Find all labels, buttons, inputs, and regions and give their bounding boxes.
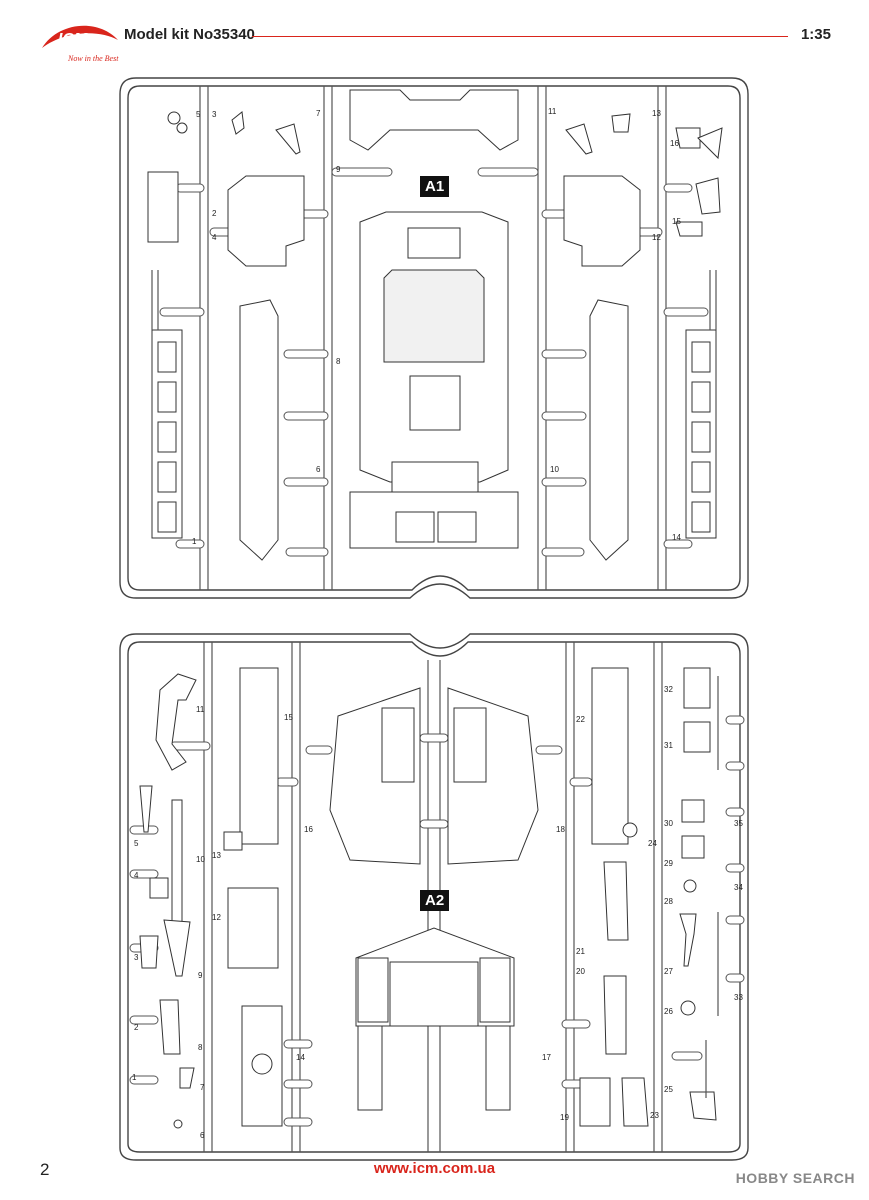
svg-text:7: 7 — [200, 1083, 205, 1092]
hobby-search-watermark: HOBBY SEARCH — [735, 1170, 855, 1186]
svg-text:3: 3 — [212, 110, 217, 119]
website-link[interactable]: www.icm.com.ua — [373, 1160, 496, 1177]
svg-text:11: 11 — [548, 107, 557, 116]
svg-text:35: 35 — [734, 819, 743, 828]
svg-text:3: 3 — [134, 953, 139, 962]
svg-text:14: 14 — [296, 1053, 305, 1062]
svg-text:2: 2 — [212, 209, 217, 218]
svg-text:24: 24 — [648, 839, 657, 848]
svg-text:22: 22 — [576, 715, 585, 724]
svg-text:9: 9 — [336, 165, 341, 174]
svg-text:33: 33 — [734, 993, 743, 1002]
svg-text:10: 10 — [196, 855, 205, 864]
svg-text:5: 5 — [196, 110, 201, 119]
header-divider — [252, 36, 788, 37]
svg-text:4: 4 — [212, 233, 217, 242]
svg-text:31: 31 — [664, 741, 673, 750]
svg-text:27: 27 — [664, 967, 673, 976]
svg-text:2: 2 — [134, 1023, 139, 1032]
svg-text:ICM: ICM — [58, 31, 88, 48]
svg-text:29: 29 — [664, 859, 673, 868]
svg-text:30: 30 — [664, 819, 673, 828]
svg-text:16: 16 — [304, 825, 313, 834]
svg-text:6: 6 — [316, 465, 321, 474]
svg-text:8: 8 — [336, 357, 341, 366]
svg-text:18: 18 — [556, 825, 565, 834]
scale-label: 1:35 — [800, 26, 831, 43]
svg-text:15: 15 — [672, 217, 681, 226]
svg-text:14: 14 — [672, 533, 681, 542]
svg-text:25: 25 — [664, 1085, 673, 1094]
svg-text:32: 32 — [664, 685, 673, 694]
svg-text:11: 11 — [196, 705, 205, 714]
sprue-a1-label: A1 — [420, 176, 450, 197]
icm-logo: ICM Now in the Best — [38, 18, 122, 66]
svg-text:28: 28 — [664, 897, 673, 906]
svg-text:Now in the Best: Now in the Best — [67, 54, 119, 63]
svg-text:1: 1 — [192, 537, 197, 546]
svg-text:12: 12 — [212, 913, 221, 922]
svg-text:20: 20 — [576, 967, 585, 976]
model-title: Model kit No35340 — [124, 26, 255, 43]
svg-text:26: 26 — [664, 1007, 673, 1016]
svg-text:6: 6 — [200, 1131, 205, 1140]
svg-text:1: 1 — [132, 1073, 137, 1082]
svg-text:12: 12 — [652, 233, 661, 242]
svg-text:8: 8 — [198, 1043, 203, 1052]
svg-text:23: 23 — [650, 1111, 659, 1120]
svg-text:7: 7 — [316, 109, 321, 118]
a1-part-numbers: 3 2 4 5 1 7 9 8 6 10 11 12 13 14 15 16 — [192, 107, 681, 546]
svg-text:16: 16 — [670, 139, 679, 148]
svg-text:13: 13 — [212, 851, 221, 860]
svg-text:4: 4 — [134, 871, 139, 880]
svg-text:15: 15 — [284, 713, 293, 722]
svg-text:19: 19 — [560, 1113, 569, 1122]
svg-text:10: 10 — [550, 465, 559, 474]
svg-text:17: 17 — [542, 1053, 551, 1062]
svg-text:5: 5 — [134, 839, 139, 848]
svg-text:13: 13 — [652, 109, 661, 118]
svg-text:9: 9 — [198, 971, 203, 980]
svg-text:34: 34 — [734, 883, 743, 892]
svg-text:21: 21 — [576, 947, 585, 956]
sprue-a2-label: A2 — [420, 890, 450, 911]
page-number: 2 — [40, 1160, 50, 1179]
